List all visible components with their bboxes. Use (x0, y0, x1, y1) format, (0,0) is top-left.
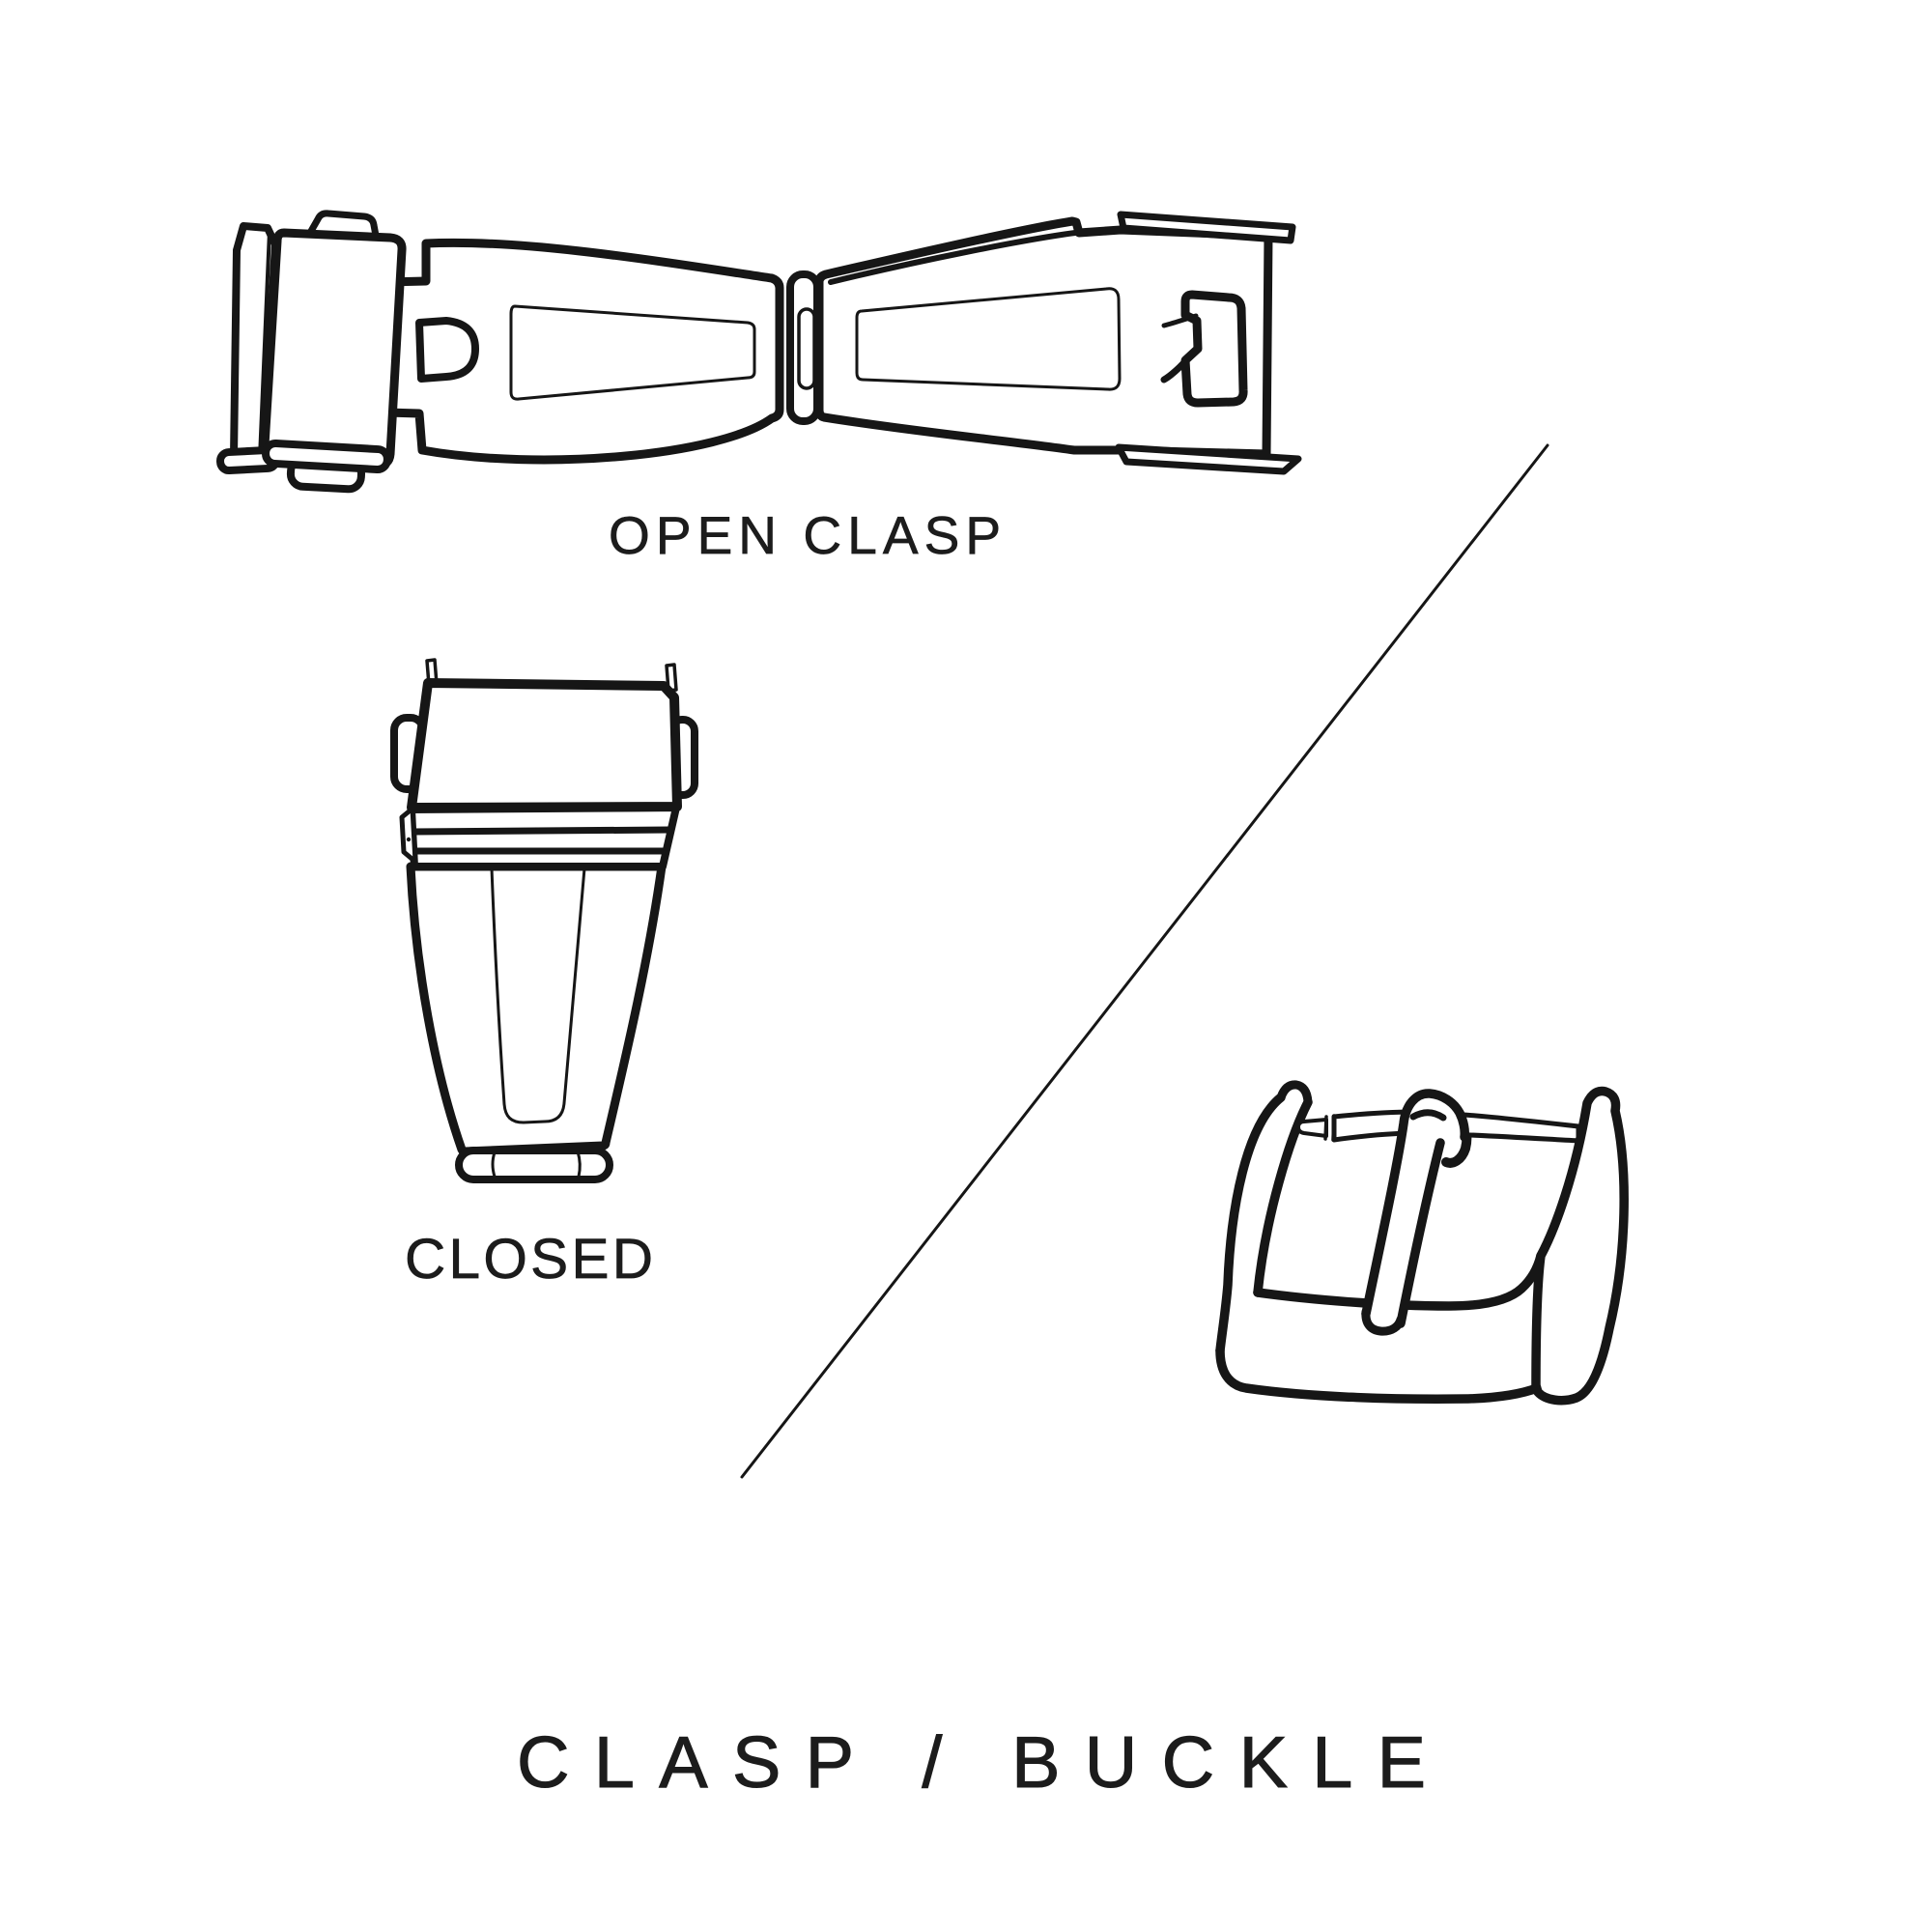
svg-text:CLOSED: CLOSED (405, 1228, 659, 1291)
svg-text:CLASP / BUCKLE: CLASP / BUCKLE (517, 1721, 1439, 1803)
svg-text:OPEN CLASP: OPEN CLASP (609, 505, 1007, 565)
